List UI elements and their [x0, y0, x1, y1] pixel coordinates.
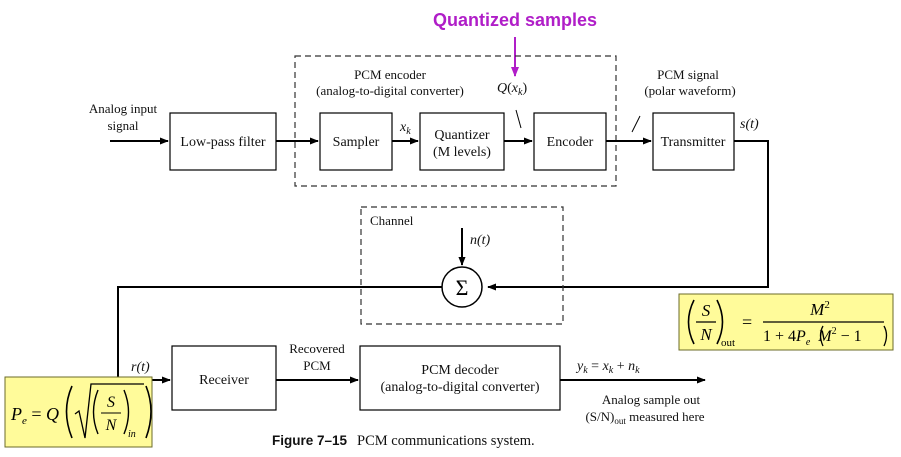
output-sample-equation: yk = xk + nk [575, 359, 640, 376]
transmitter-label: Transmitter [661, 135, 726, 150]
svg-text:out: out [721, 337, 735, 349]
analog-input-label: Analog input [89, 101, 158, 116]
svg-text:M2: M2 [809, 299, 830, 319]
pcm-encoder-title: PCM encoder [354, 67, 427, 82]
transmitted-signal-label: s(t) [740, 117, 759, 132]
quantized-signal-label: Q(xk) [497, 81, 527, 98]
pcm-signal-label: PCM signal [657, 67, 719, 82]
quantizer-block [419, 112, 505, 171]
lowpass-filter-label: Low-pass filter [180, 135, 265, 150]
svg-text:N: N [105, 417, 118, 434]
recovered-pcm-label-2: PCM [303, 358, 331, 373]
sampler-label: Sampler [333, 135, 380, 150]
quantizer-levels-label: (M levels) [433, 145, 491, 160]
encoder-block [533, 112, 607, 171]
pcm-signal-tick [631, 115, 641, 133]
channel-group [360, 206, 564, 325]
pcm-decoder-subtitle: (analog-to-digital converter) [381, 380, 540, 395]
receiver-block [171, 345, 277, 411]
svg-text:Pe = Q: Pe = Q [10, 404, 59, 427]
quantized-samples-annotation: Quantized samples [433, 10, 597, 30]
svg-text:S: S [702, 301, 711, 320]
sampler-block [319, 112, 393, 171]
analog-sample-out-label: Analog sample out [602, 392, 701, 407]
svg-text:=: = [742, 312, 752, 332]
quantizer-label: Quantizer [434, 128, 490, 143]
pcm-encoder-group [294, 55, 617, 187]
analog-input-label-2: signal [107, 118, 138, 133]
pcm-encoder-subtitle: (analog-to-digital converter) [316, 83, 464, 98]
pcm-signal-subtitle: (polar waveform) [644, 83, 735, 98]
svg-text:S: S [107, 394, 115, 411]
receiver-label: Receiver [199, 373, 249, 388]
pcm-decoder-label: PCM decoder [421, 363, 499, 378]
recovered-pcm-label: Recovered [289, 341, 345, 356]
lowpass-filter-block [169, 112, 277, 171]
received-signal-label: r(t) [131, 360, 150, 375]
encoder-label: Encoder [547, 135, 594, 150]
noise-label: n(t) [470, 233, 491, 248]
svg-text:N: N [699, 325, 713, 344]
channel-input-path [487, 140, 769, 291]
transmitter-block [652, 112, 735, 171]
pe-equation: Pe = Q S N in [4, 376, 153, 448]
channel-title: Channel [370, 213, 414, 228]
sample-xk-label: xk [399, 120, 411, 137]
snr-measured-label: (S/N)out measured here [585, 409, 704, 426]
summing-symbol: Σ [456, 275, 469, 300]
pcm-decoder-block [359, 345, 561, 411]
quantized-signal-tick [515, 109, 522, 129]
svg-text:in: in [128, 429, 136, 440]
